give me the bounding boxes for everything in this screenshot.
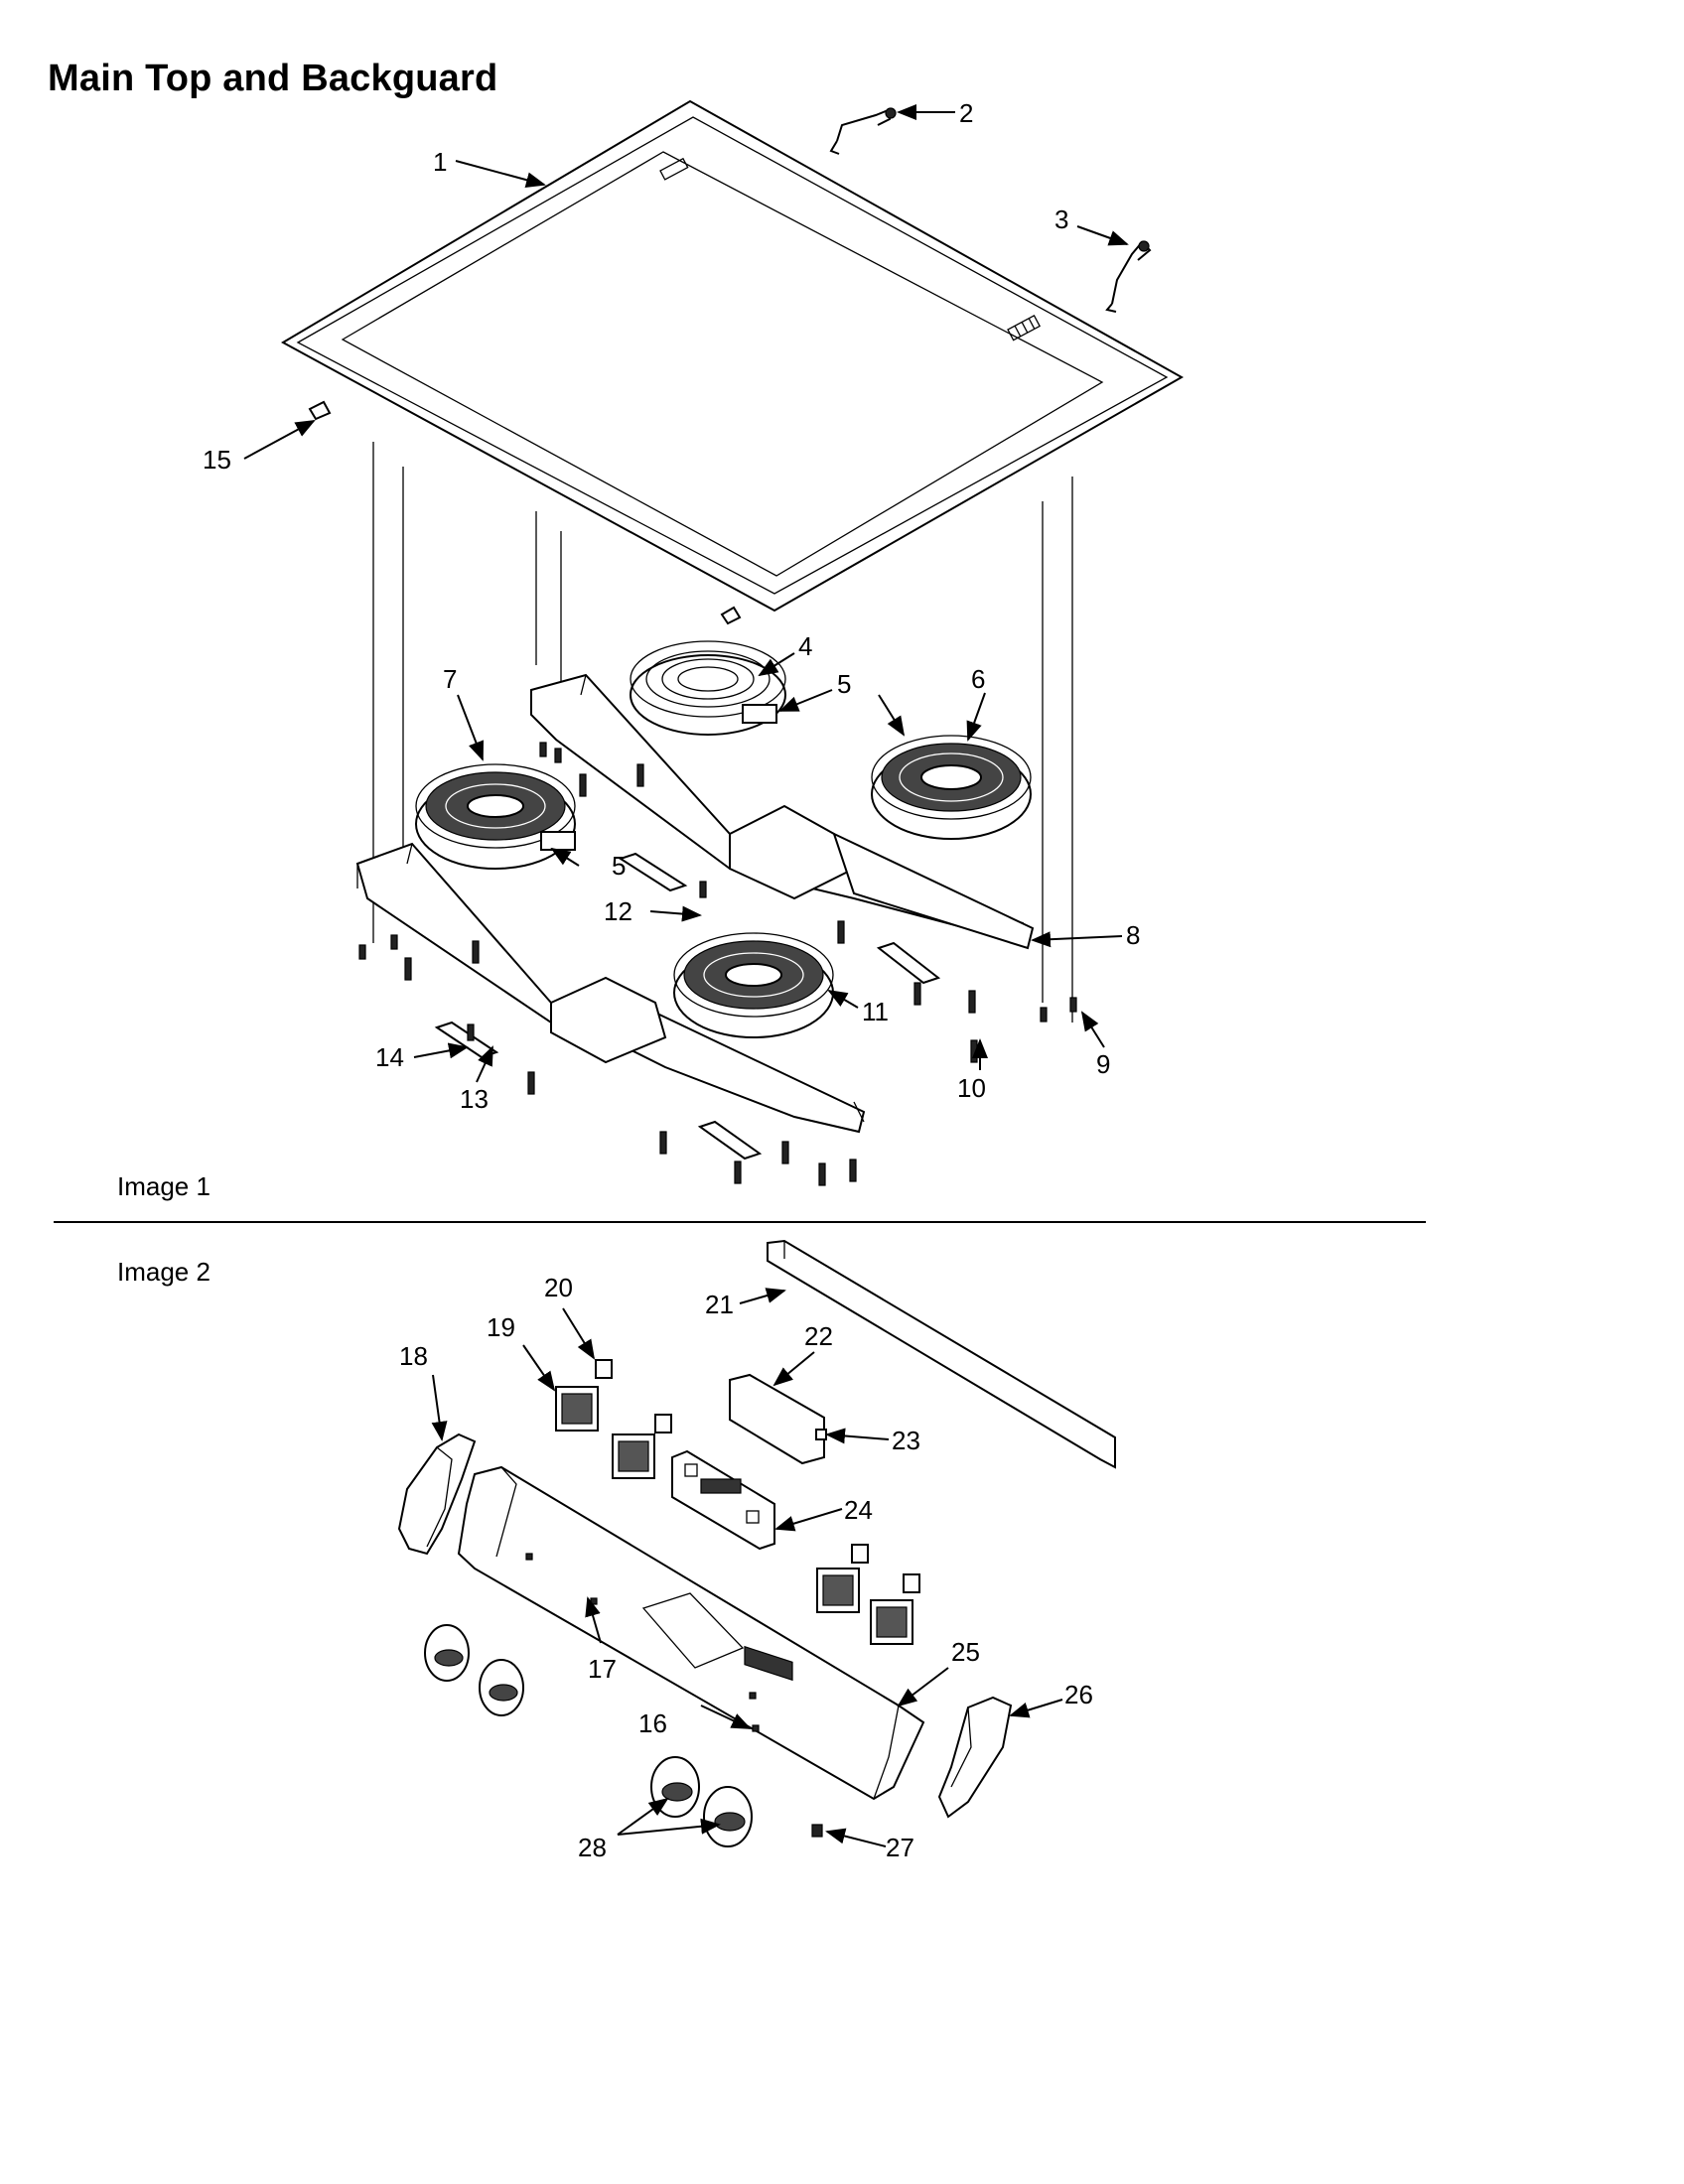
indicator-light-20 (595, 1359, 920, 1593)
callout-25: 25 (951, 1637, 980, 1667)
callout-21: 21 (705, 1290, 734, 1319)
callout-8: 8 (1126, 920, 1140, 950)
callout-12: 12 (604, 896, 632, 926)
callout-9: 9 (1096, 1049, 1110, 1079)
section-divider (54, 1221, 1426, 1223)
callout-20: 20 (544, 1273, 573, 1302)
callout-3: 3 (1054, 205, 1068, 234)
support-bracket-back (530, 673, 1035, 950)
image-2-label: Image 2 (117, 1257, 210, 1287)
element-7 (415, 763, 576, 870)
end-cap-18 (397, 1433, 477, 1556)
callout-7: 7 (443, 664, 457, 694)
callout-13: 13 (460, 1084, 489, 1114)
element-4 (630, 640, 786, 736)
callout-26: 26 (1064, 1680, 1093, 1709)
callout-labels: 1 2 3 4 5 5 6 7 8 9 10 11 12 13 14 15 16… (203, 98, 1140, 1862)
element-6 (871, 735, 1032, 840)
callout-22: 22 (804, 1321, 833, 1351)
clock-board-22 (729, 1373, 827, 1682)
callout-11: 11 (862, 997, 889, 1026)
callout-16: 16 (638, 1708, 667, 1738)
rear-trim-21 (767, 1239, 1116, 1469)
bracket-3 (1105, 240, 1152, 313)
callout-14: 14 (375, 1042, 404, 1072)
callout-18: 18 (399, 1341, 428, 1371)
callout-5-top: 5 (837, 669, 851, 699)
end-cap-26 (937, 1696, 1013, 1819)
callout-6: 6 (971, 664, 985, 694)
callout-27: 27 (886, 1833, 914, 1862)
callout-19: 19 (487, 1312, 515, 1342)
leader-lines (243, 104, 1129, 1847)
support-bracket-front (355, 842, 866, 1134)
display-board-24 (671, 1449, 775, 1551)
callout-4: 4 (798, 631, 812, 661)
callout-5-bottom: 5 (612, 851, 626, 881)
callout-23: 23 (892, 1426, 920, 1455)
callout-1: 1 (433, 147, 447, 177)
control-knob-28 (424, 1624, 753, 1847)
main-top-glass (280, 99, 1185, 613)
callout-28: 28 (578, 1833, 607, 1862)
image-1-label: Image 1 (117, 1171, 210, 1201)
callout-10: 10 (957, 1073, 986, 1103)
clip-15 (308, 400, 742, 625)
callout-24: 24 (844, 1495, 873, 1525)
callout-2: 2 (959, 98, 973, 128)
control-panel-25 (457, 1465, 925, 1801)
bracket-2 (829, 107, 897, 155)
callout-17: 17 (588, 1654, 617, 1684)
page-title: Main Top and Backguard (48, 58, 498, 99)
callout-15: 15 (203, 445, 231, 475)
element-11 (673, 932, 834, 1038)
switch-19 (555, 1386, 913, 1645)
alignment-lines (372, 442, 1073, 1023)
